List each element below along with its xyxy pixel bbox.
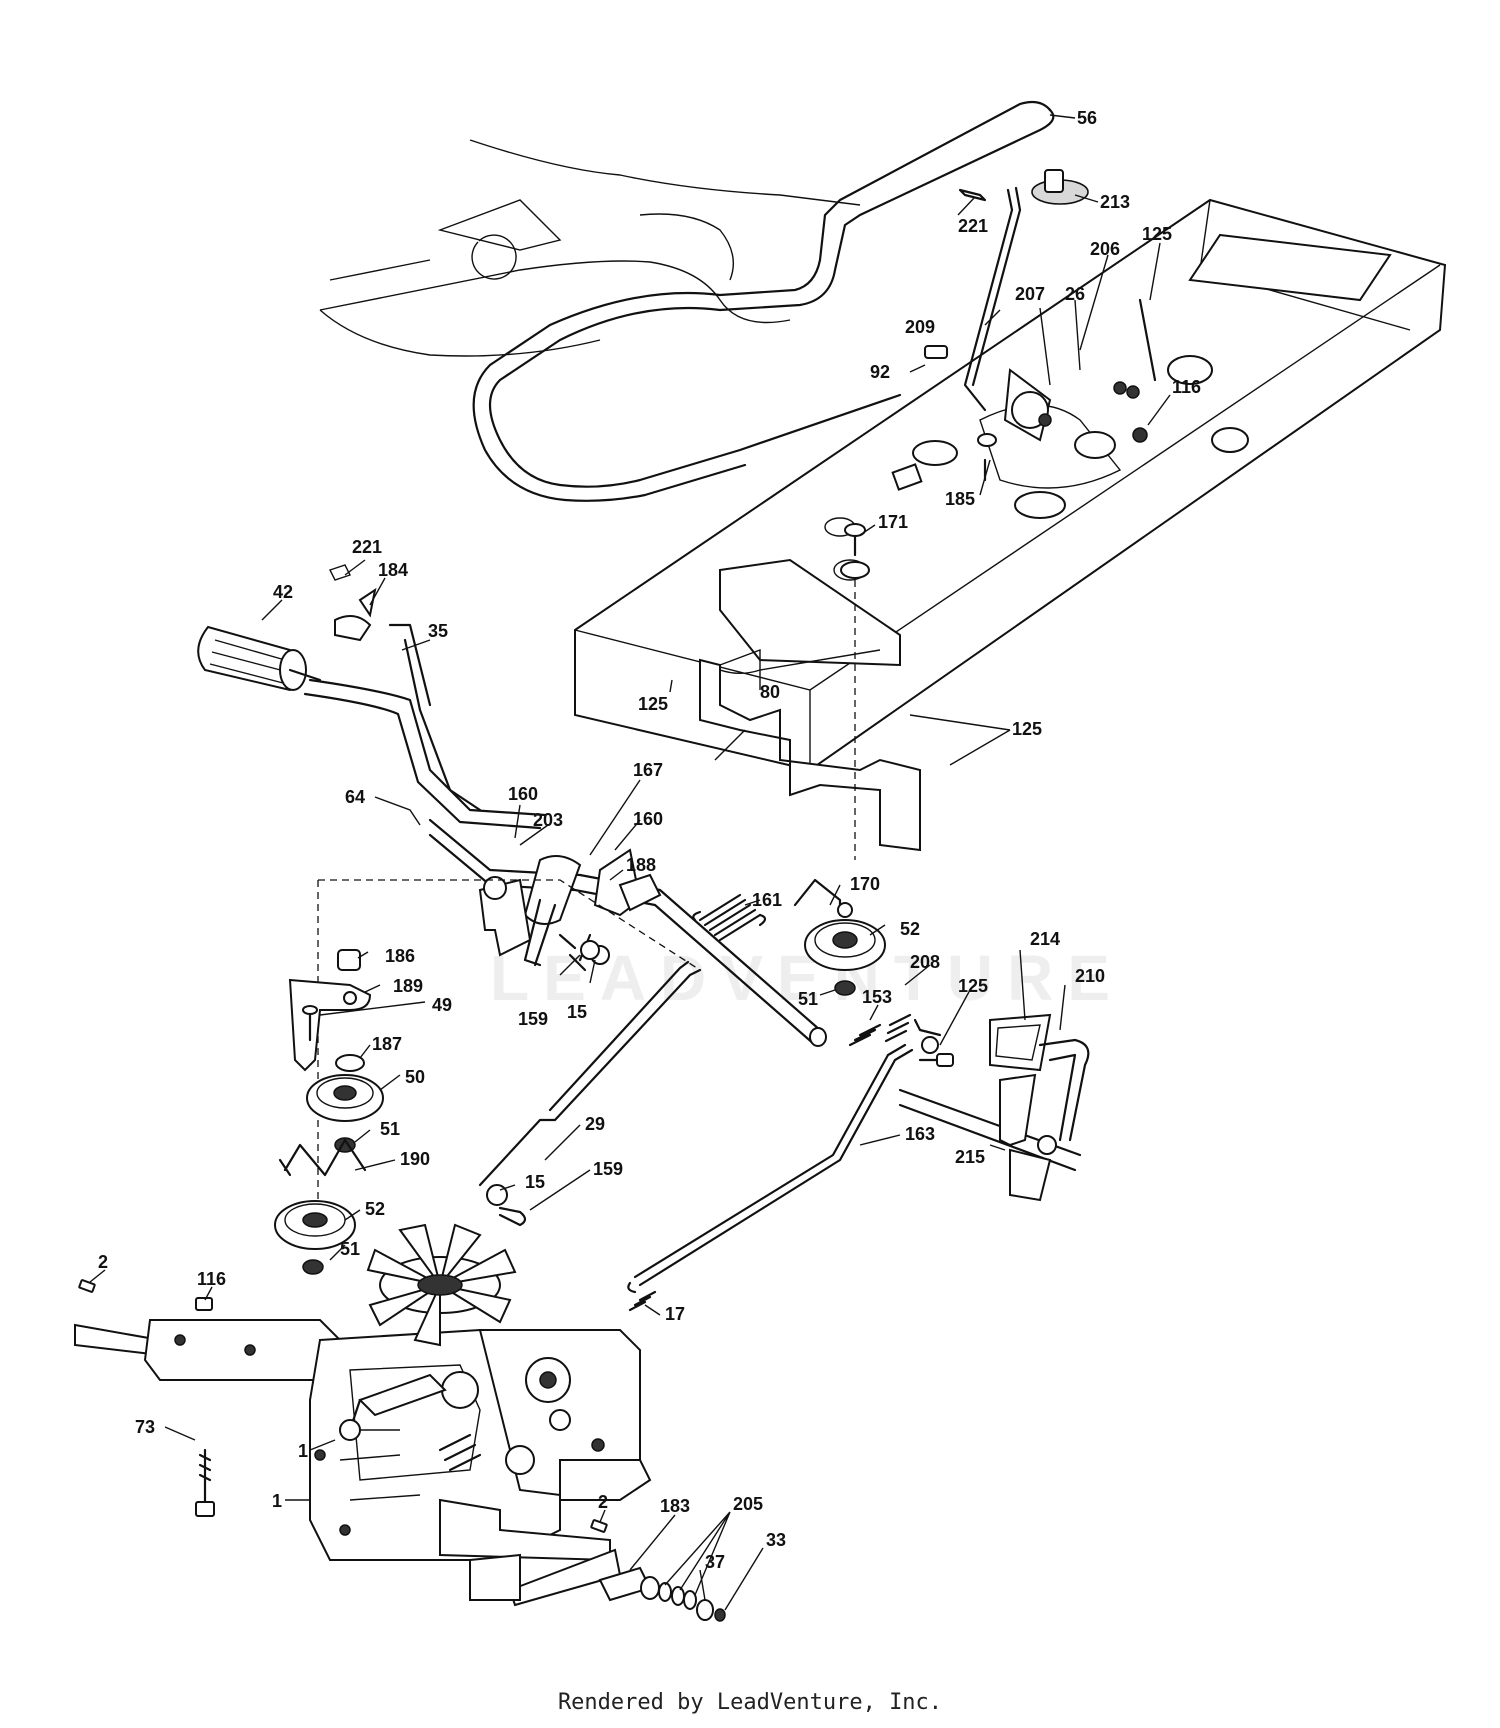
callout-203: 203: [533, 810, 563, 830]
callout-125-upper: 125: [1142, 224, 1172, 244]
callout-116-upper: 116: [1172, 377, 1201, 397]
transaxle: [74, 1223, 726, 1622]
callout-214: 214: [1030, 929, 1060, 949]
idler-pulley-upper: [793, 878, 886, 996]
callout-29: 29: [585, 1114, 605, 1134]
callout-213: 213: [1100, 192, 1130, 212]
callout-33: 33: [766, 1530, 786, 1550]
callout-37: 37: [705, 1552, 725, 1572]
callout-80: 80: [760, 682, 780, 702]
callout-51-middle: 51: [380, 1119, 400, 1139]
callout-159-lower: 159: [593, 1159, 623, 1179]
callout-52-upper: 52: [900, 919, 920, 939]
callout-153: 153: [862, 987, 892, 1007]
hand-grip: [197, 564, 547, 830]
body-shroud: [319, 139, 861, 357]
callout-205: 205: [733, 1494, 763, 1514]
callout-125-right: 125: [1012, 719, 1042, 739]
callout-56: 56: [1077, 108, 1097, 128]
callout-188: 188: [626, 855, 656, 875]
callout-2-left: 2: [98, 1252, 108, 1272]
callout-159-upper: 159: [518, 1009, 548, 1029]
leader-lines: [89, 114, 1171, 1611]
brake-linkage: [627, 1013, 942, 1312]
callout-49: 49: [432, 995, 452, 1015]
callout-189: 189: [393, 976, 423, 996]
callout-185: 185: [945, 489, 975, 509]
callout-73: 73: [135, 1417, 155, 1437]
callout-160-left: 160: [508, 784, 538, 804]
callout-161: 161: [752, 890, 782, 910]
footer-credit: Rendered by LeadVenture, Inc.: [557, 1690, 943, 1715]
callout-1-lower: 1: [272, 1491, 282, 1511]
callout-2-right: 2: [598, 1492, 608, 1512]
callout-186: 186: [385, 946, 415, 966]
callout-221-upper: 221: [958, 216, 988, 236]
callout-26: 26: [1065, 284, 1085, 304]
callout-64: 64: [345, 787, 365, 807]
callout-207: 207: [1015, 284, 1045, 304]
callout-125-lower: 125: [958, 976, 988, 996]
spring-161: [692, 893, 767, 942]
callout-210: 210: [1075, 966, 1105, 986]
callout-170: 170: [850, 874, 880, 894]
idler-assembly-left: [274, 879, 701, 1275]
callout-171: 171: [878, 512, 908, 532]
callout-209: 209: [905, 317, 935, 337]
callout-208: 208: [910, 952, 940, 972]
callout-190: 190: [400, 1149, 430, 1169]
callout-15-lower: 15: [525, 1172, 545, 1192]
cross-shaft: [428, 818, 827, 1047]
callout-183: 183: [660, 1496, 690, 1516]
callout-163: 163: [905, 1124, 935, 1144]
callout-52-lower: 52: [365, 1199, 385, 1219]
callout-35: 35: [428, 621, 448, 641]
callout-187: 187: [372, 1034, 402, 1054]
shift-lever: [924, 169, 1157, 482]
bracket-80: [699, 648, 921, 852]
callout-50: 50: [405, 1067, 425, 1087]
callout-125-mid: 125: [638, 694, 668, 714]
bolt-171: [840, 523, 870, 860]
callout-92: 92: [870, 362, 890, 382]
callout-116-lower: 116: [197, 1269, 226, 1289]
callout-51-lower: 51: [340, 1239, 360, 1259]
callout-15-upper: 15: [567, 1002, 587, 1022]
callout-labels: 56 213 221 125 206 209 207 26 92 116 185…: [98, 108, 1201, 1572]
callout-184: 184: [378, 560, 408, 580]
rod-29: [478, 933, 702, 1227]
drive-belt: [472, 100, 1055, 502]
callout-215: 215: [955, 1147, 985, 1167]
callout-51-upper: 51: [798, 989, 818, 1009]
callout-160-right: 160: [633, 809, 663, 829]
callout-17: 17: [665, 1304, 685, 1324]
callout-42: 42: [273, 582, 293, 602]
callout-206: 206: [1090, 239, 1120, 259]
callout-167: 167: [633, 760, 663, 780]
callout-1-upper: 1: [298, 1441, 308, 1461]
pedal-assembly: [898, 1013, 1090, 1202]
callout-221-lower: 221: [352, 537, 382, 557]
